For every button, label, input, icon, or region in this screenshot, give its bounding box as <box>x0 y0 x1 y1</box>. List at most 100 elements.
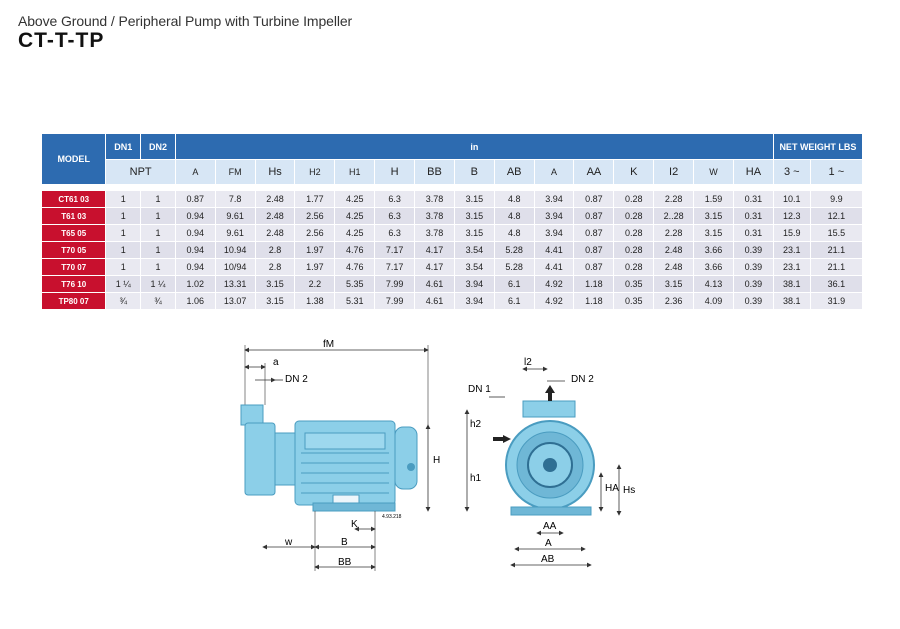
dim-header: A <box>174 159 216 185</box>
table-cell: 1 <box>140 241 176 259</box>
table-cell: 3.78 <box>414 207 455 225</box>
table-cell: 3.94 <box>533 207 575 225</box>
table-cell: ¾ <box>140 292 176 310</box>
table-cell: 2.8 <box>254 258 296 276</box>
front-view: l2 DN 2 DN 1 h2 h1 HA Hs AA A AB <box>464 357 635 568</box>
dim-header: H1 <box>334 159 376 185</box>
table-cell: 1.97 <box>294 258 336 276</box>
table-cell: 3.66 <box>693 258 734 276</box>
model-cell: T65 05 <box>40 224 107 242</box>
table-cell: 0.87 <box>573 224 615 242</box>
table-cell: 4.09 <box>693 292 734 310</box>
table-cell: 3.15 <box>453 224 495 242</box>
table-cell: 10/94 <box>214 258 256 276</box>
table-cell: 10.1 <box>772 190 811 208</box>
dim-header: AA <box>573 159 615 185</box>
table-cell: 10.94 <box>214 241 256 259</box>
table-cell: 2.8 <box>254 241 296 259</box>
table-cell: 0.87 <box>573 241 615 259</box>
dim-header: K <box>613 159 655 185</box>
table-cell: 3.94 <box>453 275 495 293</box>
table-cell: 3.94 <box>453 292 495 310</box>
table-cell: 4.17 <box>414 241 455 259</box>
table-cell: 4.61 <box>414 275 455 293</box>
dn2-header: DN2 <box>140 133 176 160</box>
front-label-dn2: DN 2 <box>571 374 594 385</box>
table-cell: 2.48 <box>653 241 695 259</box>
table-cell: 0.87 <box>573 258 615 276</box>
table-cell: 0.94 <box>174 207 216 225</box>
front-label-AA: AA <box>543 521 557 532</box>
dim-header: A <box>533 159 575 185</box>
table-cell: 6.1 <box>493 292 535 310</box>
table-cell: 7.17 <box>374 241 416 259</box>
table-cell: 3.78 <box>414 224 455 242</box>
table-cell: 0.39 <box>732 258 774 276</box>
table-cell: 5.35 <box>334 275 376 293</box>
side-view: fM a DN 2 4.93.218 H K <box>240 339 440 571</box>
weight-col-header: 1 ~ <box>809 159 864 185</box>
table-cell: 0.94 <box>174 241 216 259</box>
table-cell: 1.06 <box>174 292 216 310</box>
table-cell: 0.39 <box>732 292 774 310</box>
table-cell: 4.92 <box>533 275 575 293</box>
table-cell: 2.28 <box>653 224 695 242</box>
table-cell: 15.5 <box>809 224 864 242</box>
front-label-HA: HA <box>605 483 619 494</box>
table-cell: 4.8 <box>493 207 535 225</box>
dim-header: AB <box>493 159 535 185</box>
table-cell: 4.41 <box>533 241 575 259</box>
table-cell: 4.25 <box>334 190 376 208</box>
table-cell: 3.15 <box>653 275 695 293</box>
front-label-AB: AB <box>541 554 555 565</box>
table-cell: 1 <box>105 258 142 276</box>
table-cell: 3.15 <box>254 292 296 310</box>
weight-header: NET WEIGHT LBS <box>772 133 864 160</box>
side-label-BB: BB <box>338 557 352 568</box>
table-cell: 4.25 <box>334 224 376 242</box>
table-cell: 1 <box>105 207 142 225</box>
table-cell: 5.28 <box>493 241 535 259</box>
table-cell: 1 <box>140 207 176 225</box>
table-cell: 4.8 <box>493 190 535 208</box>
table-cell: 0.87 <box>174 190 216 208</box>
table-cell: 4.8 <box>493 224 535 242</box>
table-cell: 3.15 <box>693 224 734 242</box>
table-cell: 2..28 <box>653 207 695 225</box>
table-cell: 1.97 <box>294 241 336 259</box>
table-cell: 4.76 <box>334 241 376 259</box>
table-cell: 4.61 <box>414 292 455 310</box>
table-cell: 4.41 <box>533 258 575 276</box>
table-cell: 5.31 <box>334 292 376 310</box>
table-cell: 0.28 <box>613 224 655 242</box>
table-cell: 7.99 <box>374 275 416 293</box>
table-cell: 6.1 <box>493 275 535 293</box>
table-cell: 4.92 <box>533 292 575 310</box>
table-cell: 2.56 <box>294 207 336 225</box>
dim-header: W <box>693 159 734 185</box>
table-cell: 1.77 <box>294 190 336 208</box>
table-cell: 21.1 <box>809 241 864 259</box>
side-label-B: B <box>341 537 348 548</box>
table-cell: 3.66 <box>693 241 734 259</box>
table-cell: 0.28 <box>613 190 655 208</box>
front-label-l2: l2 <box>524 357 532 368</box>
front-label-h2: h2 <box>470 419 482 430</box>
table-cell: 0.31 <box>732 224 774 242</box>
weight-col-header: 3 ~ <box>772 159 811 185</box>
table-cell: 2.48 <box>254 190 296 208</box>
side-label-dn2: DN 2 <box>285 374 308 385</box>
table-cell: 3.94 <box>533 224 575 242</box>
dim-header: I2 <box>653 159 695 185</box>
table-cell: 1 <box>105 224 142 242</box>
table-cell: 0.28 <box>613 241 655 259</box>
table-cell: 0.94 <box>174 224 216 242</box>
table-cell: 0.31 <box>732 190 774 208</box>
side-label-a: a <box>273 357 279 368</box>
table-cell: 1 <box>140 258 176 276</box>
table-cell: 0.35 <box>613 275 655 293</box>
table-cell: 7.8 <box>214 190 256 208</box>
